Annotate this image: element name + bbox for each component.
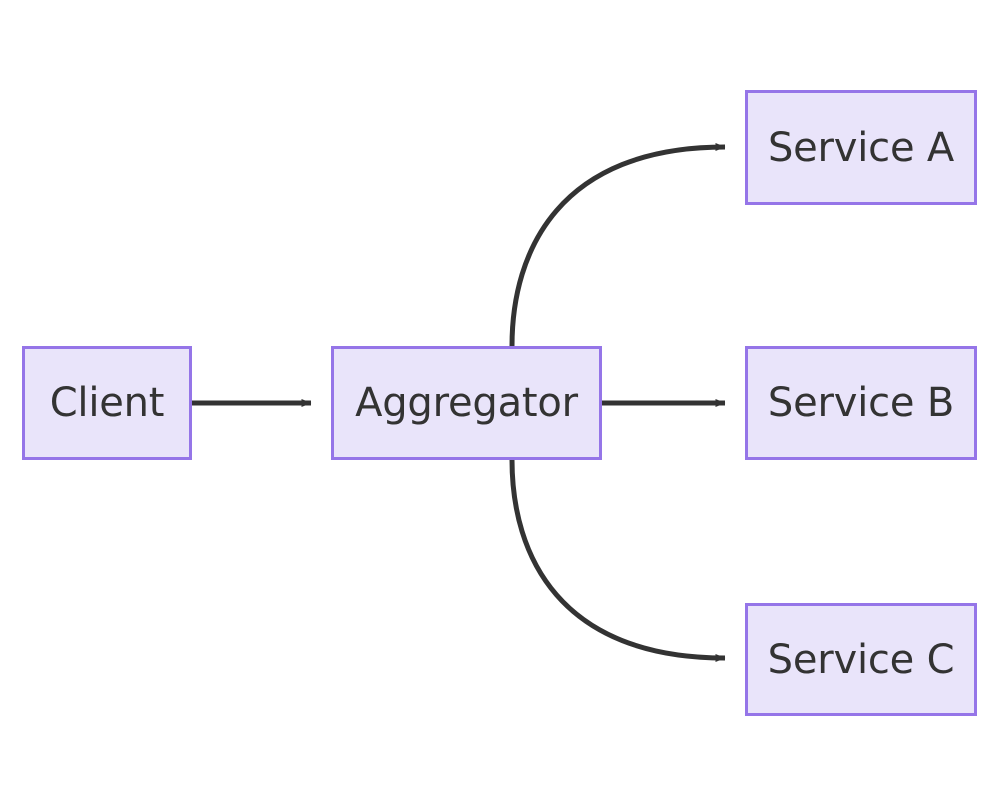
node-service-b-label: Service B — [767, 380, 955, 426]
edge-aggregator-to-service-a — [509, 143, 726, 347]
node-service-a-label: Service A — [767, 124, 955, 171]
node-client-label: Client — [49, 380, 165, 426]
node-service-c-label: Service C — [767, 636, 955, 683]
node-service-b[interactable]: Service B — [745, 346, 977, 460]
node-aggregator[interactable]: Aggregator — [331, 346, 602, 460]
node-service-a[interactable]: Service A — [745, 90, 977, 205]
node-client[interactable]: Client — [22, 346, 192, 460]
node-service-c[interactable]: Service C — [745, 603, 977, 716]
node-aggregator-label: Aggregator — [355, 380, 578, 426]
edge-aggregator-to-service-c — [509, 459, 726, 662]
